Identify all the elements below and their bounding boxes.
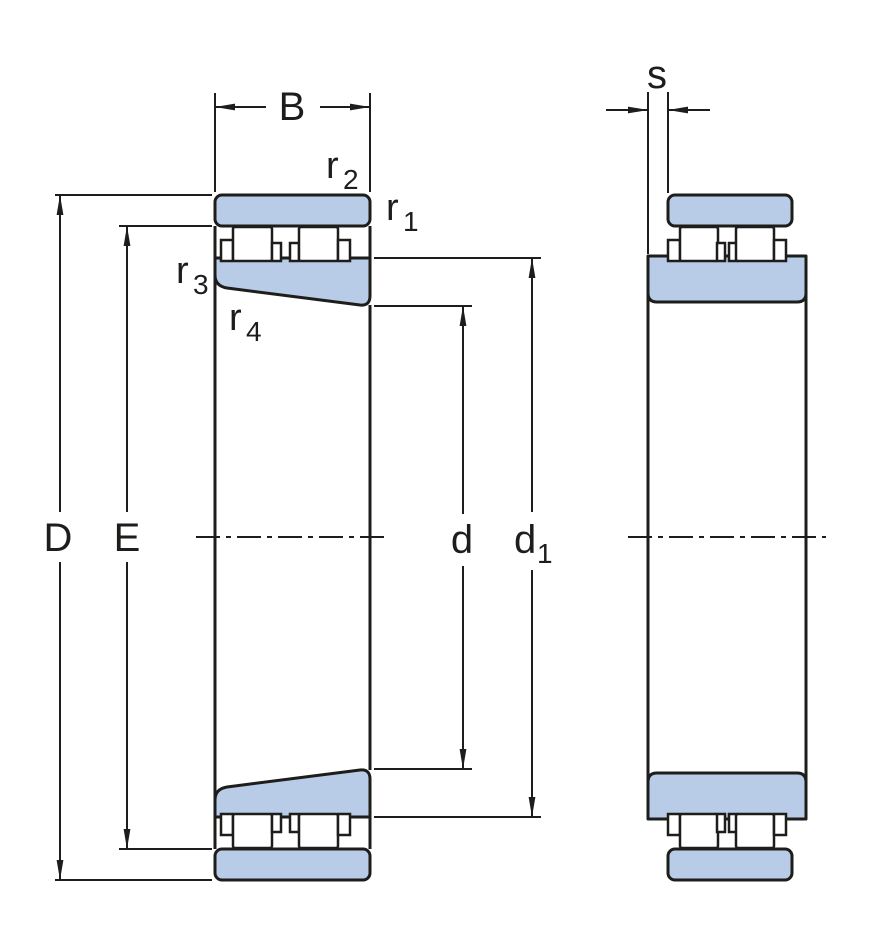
- label-B: B: [279, 85, 306, 129]
- roller: [678, 225, 720, 263]
- dimension-E: E: [114, 225, 212, 850]
- roller: [231, 812, 274, 850]
- label-r3-base: r: [176, 250, 189, 292]
- cage-tab: [270, 812, 283, 834]
- label-D: D: [44, 516, 73, 560]
- label-d1-sub: 1: [537, 538, 553, 569]
- cage-tab: [288, 812, 301, 834]
- inner-ring-bottom-left-view: [213, 768, 372, 819]
- dimension-D: D: [44, 194, 212, 881]
- cage-tab: [715, 812, 727, 834]
- outer-ring-top-right-view: [666, 193, 794, 228]
- roller: [734, 225, 776, 263]
- outer-ring-bottom-right-view: [666, 847, 794, 882]
- roller: [231, 225, 274, 263]
- cage-tab: [715, 241, 727, 263]
- cage-tab: [336, 238, 352, 263]
- outer-ring-bottom-left-view: [213, 847, 372, 882]
- cage-tab: [219, 812, 235, 837]
- cage-tab: [666, 238, 682, 263]
- label-d1-base: d: [514, 518, 536, 562]
- cage-tab: [336, 812, 352, 837]
- label-r1-sub: 1: [403, 206, 419, 237]
- label-E: E: [114, 516, 141, 560]
- label-s: s: [647, 53, 667, 97]
- dimension-d: d: [374, 305, 473, 770]
- label-r2-sub: 2: [343, 164, 359, 195]
- cage-tab: [772, 238, 788, 263]
- cage-tab: [288, 241, 301, 263]
- inner-ring-top-right-view: [646, 254, 808, 304]
- left-view: r 2 r 1 r 3 r 4: [176, 145, 419, 882]
- label-r4-base: r: [229, 297, 242, 339]
- label-r4-sub: 4: [246, 316, 262, 347]
- label-r1: r 1: [386, 187, 419, 237]
- label-r4: r 4: [229, 297, 262, 347]
- dimension-s: s: [606, 53, 710, 254]
- label-r3-sub: 3: [193, 269, 209, 300]
- dimension-B: B: [214, 85, 371, 192]
- label-r1-base: r: [386, 187, 399, 229]
- roller: [734, 812, 776, 850]
- dimension-d1: d 1: [374, 257, 553, 818]
- roller: [678, 812, 720, 850]
- cage-tab: [666, 812, 682, 837]
- label-r2: r 2: [326, 145, 359, 195]
- roller: [297, 225, 340, 263]
- right-view: [646, 193, 808, 882]
- cage-tab: [270, 241, 283, 263]
- cage-tab: [219, 238, 235, 263]
- cage-tab: [772, 812, 788, 837]
- inner-ring-bottom-right-view: [646, 771, 808, 821]
- label-r2-base: r: [326, 145, 339, 187]
- roller: [297, 812, 340, 850]
- label-r3: r 3: [176, 250, 209, 300]
- outer-ring-top-left-view: [213, 193, 372, 228]
- label-d: d: [451, 518, 473, 562]
